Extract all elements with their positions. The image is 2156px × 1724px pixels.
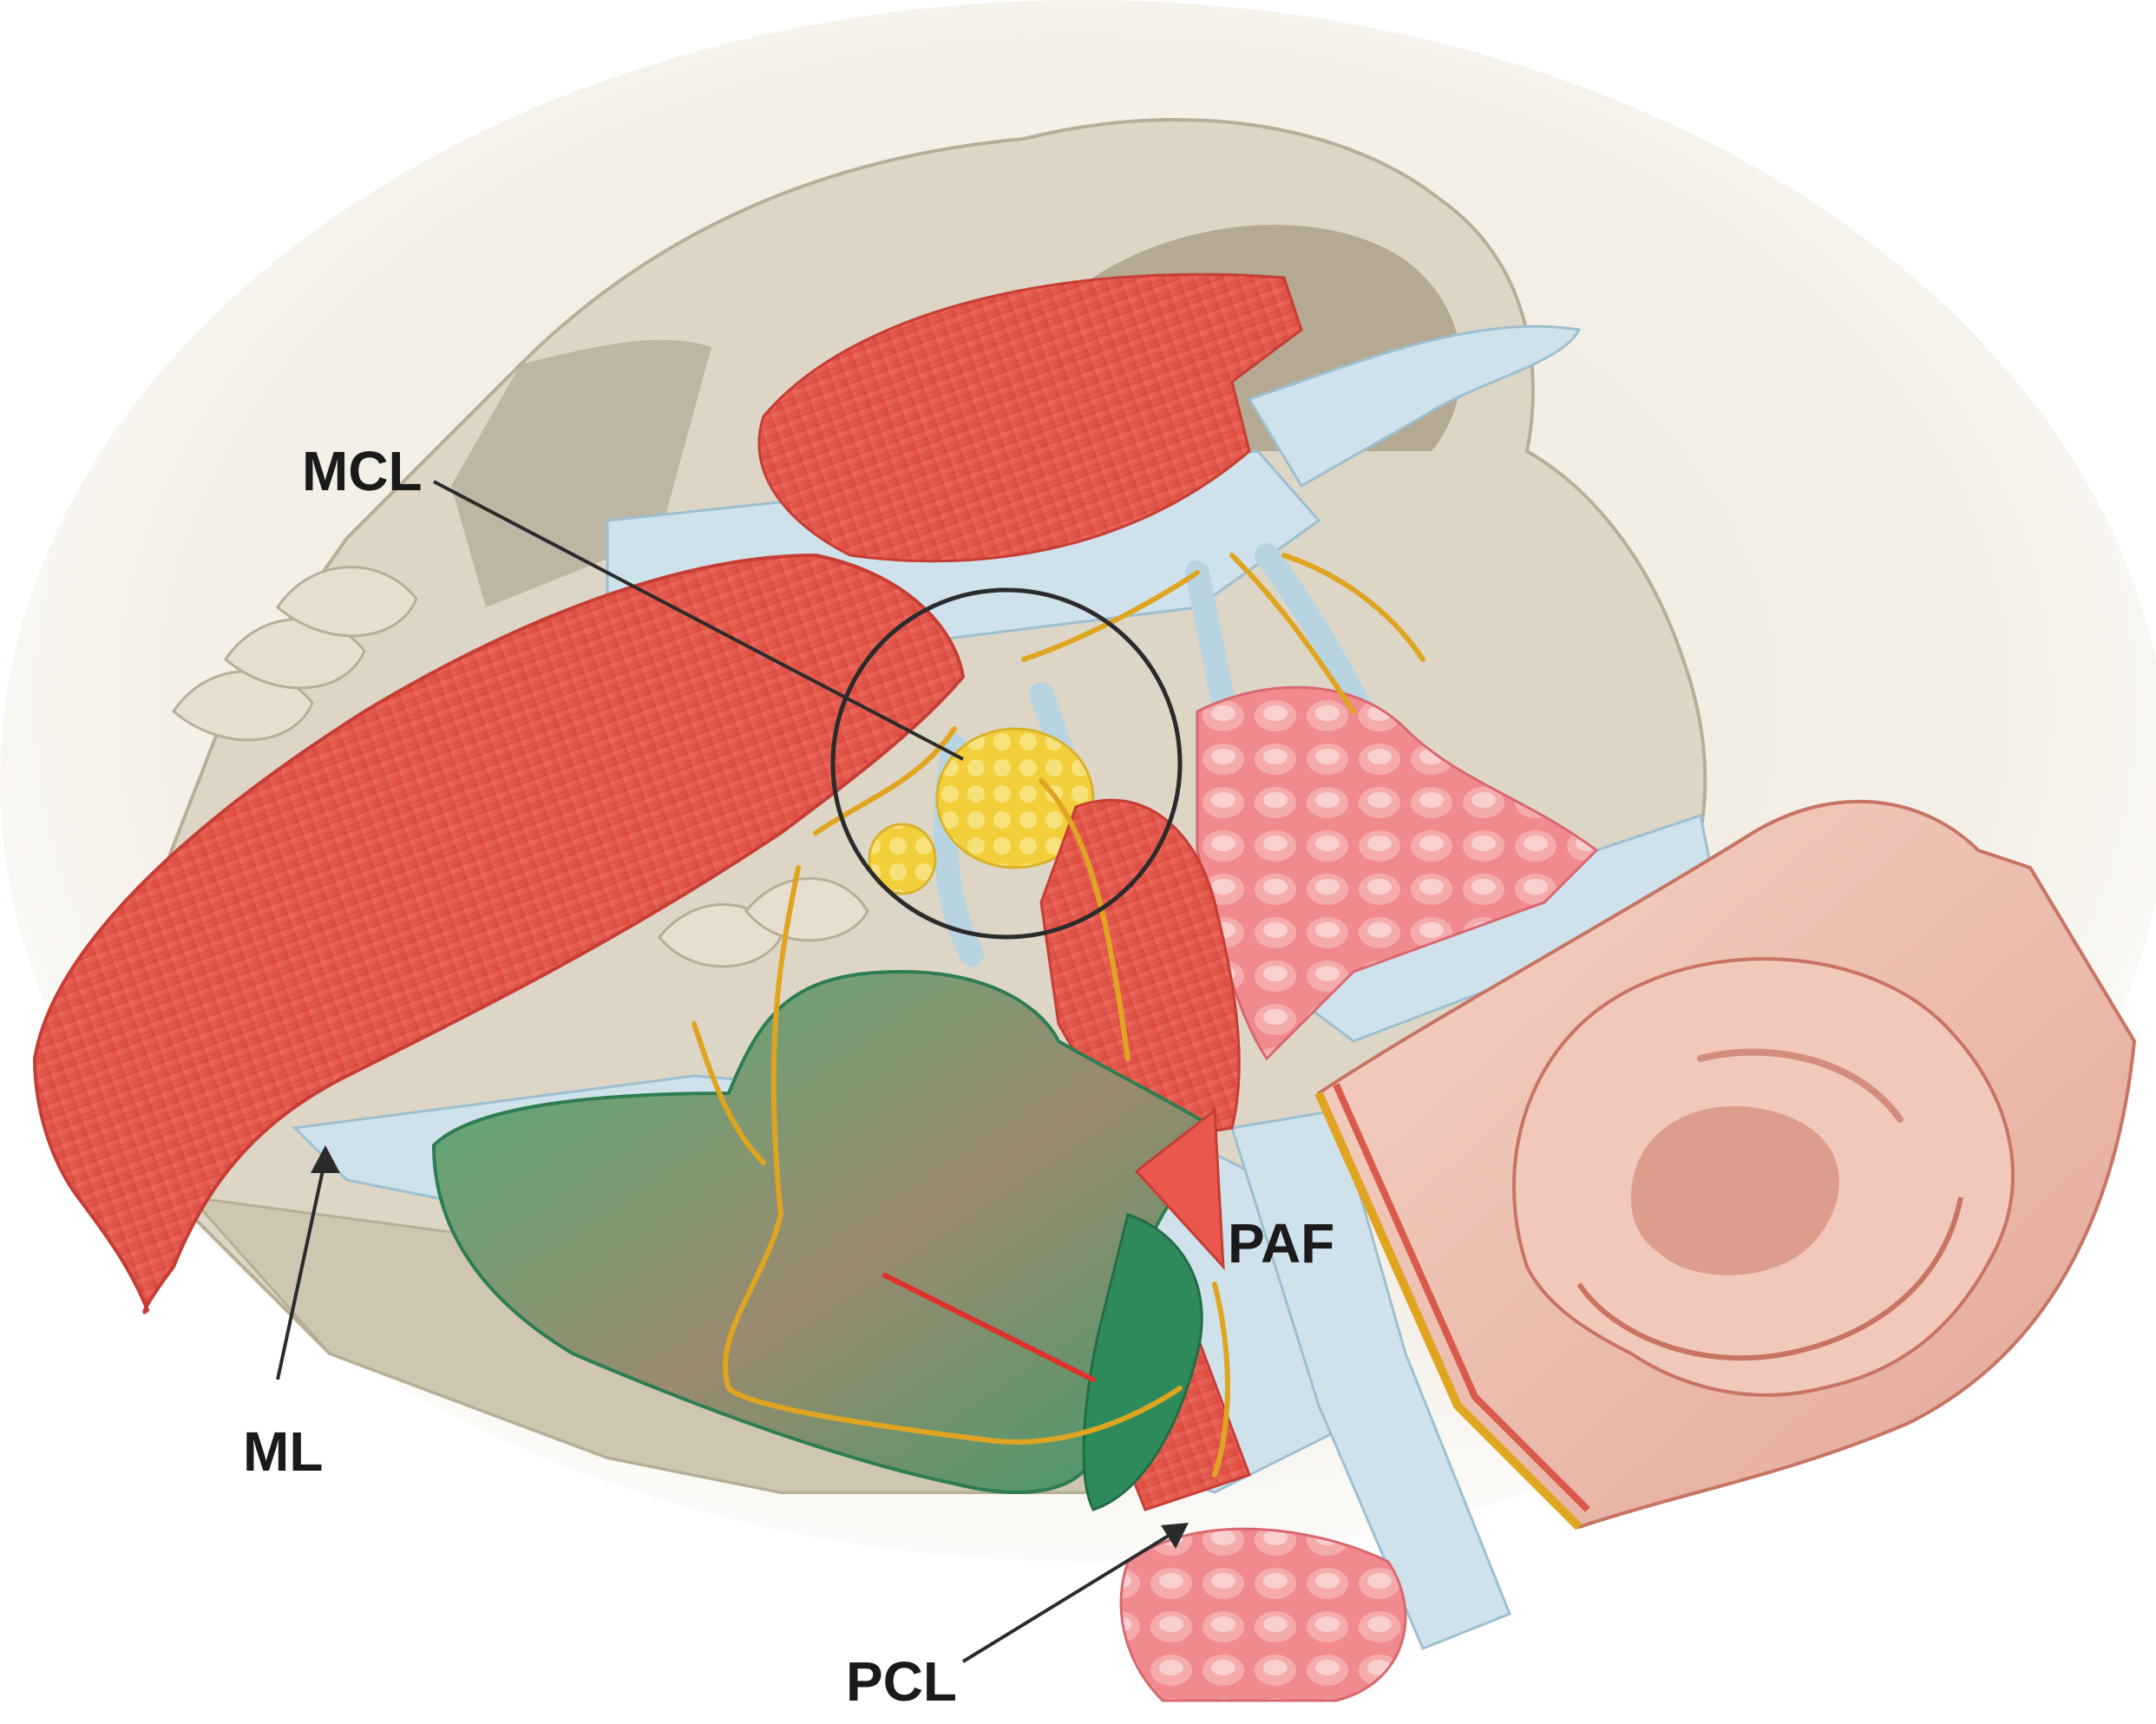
ml-leader-line: [276, 1157, 327, 1380]
ear-antihelix: [1697, 1048, 1904, 1123]
ear-helix-fold: [1576, 1196, 1963, 1361]
mcl-leader-line: [433, 480, 964, 761]
ear-flap-edge-red: [1333, 1083, 1590, 1512]
buccal-fat-pad: [935, 727, 1095, 869]
ml-arrowhead: [311, 1145, 340, 1173]
parotid-gland-lower: [1119, 1527, 1407, 1702]
green-gland-tube: [1082, 1213, 1203, 1511]
muscle-upper: [757, 272, 1303, 563]
incision-line: [882, 1273, 1096, 1382]
arrowheads: [311, 1145, 1189, 1549]
pcl-leader-line: [961, 1530, 1177, 1663]
leader-lines: [276, 480, 1177, 1663]
mcl-highlight-circle: [830, 587, 1183, 940]
ear-concha: [1631, 1105, 1839, 1275]
teeth: [172, 566, 869, 968]
fascia-vessel-top: [1247, 324, 1582, 488]
label-pcl: PCL: [846, 1650, 957, 1713]
label-mcl: MCL: [302, 440, 423, 502]
label-paf: PAF: [1228, 1212, 1334, 1275]
preauricular-flap-corner: [1134, 1108, 1225, 1271]
buccal-fat-pad-small: [868, 823, 937, 895]
pcl-arrowhead: [1161, 1523, 1189, 1549]
label-ml: ML: [243, 1420, 323, 1483]
muscle-large-flap: [32, 553, 966, 1314]
ear-flap-edge: [1314, 1091, 1583, 1531]
